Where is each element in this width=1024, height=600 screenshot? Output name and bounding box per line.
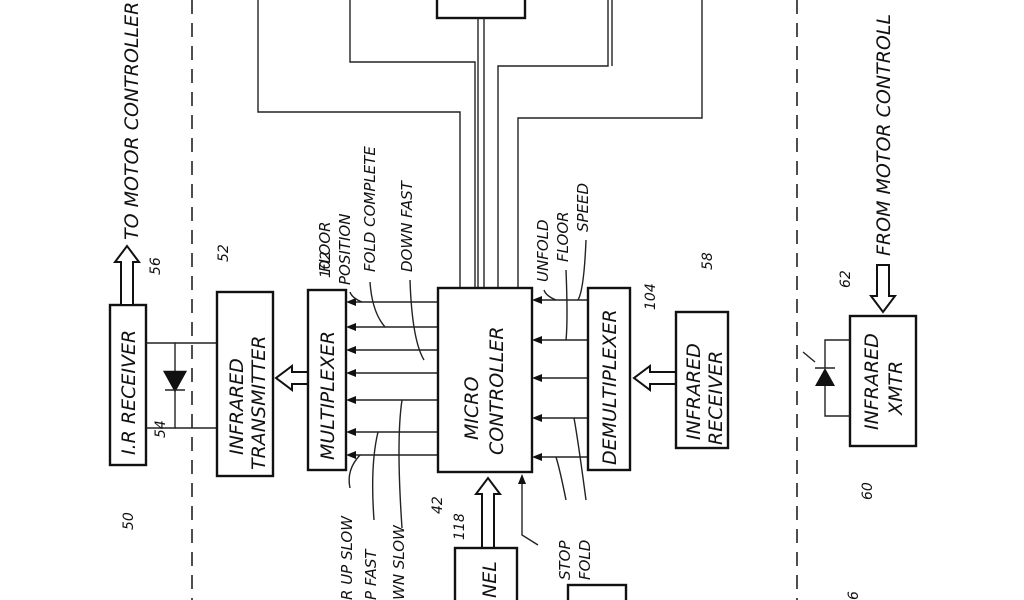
ref-62: 62 — [838, 270, 854, 288]
mux-to-transmitter-arrow — [274, 364, 309, 392]
floor-signal-label: FLOOR — [554, 211, 572, 262]
micro-controller-block: MICRO CONTROLLER 42 118 — [430, 286, 539, 549]
ref-118: 118 — [452, 513, 468, 540]
multiplexer-box — [306, 288, 348, 472]
ref-104: 104 — [643, 283, 659, 310]
ref-102: 102 — [318, 251, 334, 278]
infrared-receiver-label-1: INFRARED — [683, 343, 705, 440]
infrared-transmitter-label-2: TRANSMITTER — [248, 336, 270, 471]
floor-label: FLOOR — [316, 221, 334, 272]
infrared-receiver-label-2: RECEIVER — [705, 351, 727, 445]
micro-controller-label-1: MICRO — [461, 377, 483, 440]
demultiplexer-block: DEMULTIPLEXER 104 — [586, 283, 677, 472]
receiver-to-demux-arrow — [632, 364, 677, 392]
position-label: POSITION — [336, 214, 354, 285]
down-fast-label: DOWN FAST — [398, 179, 416, 272]
micro-controller-box — [436, 286, 534, 474]
ref-56: 56 — [148, 257, 164, 275]
to-motor-controller-label: TO MOTOR CONTROLLER — [121, 2, 143, 240]
ir-receiver-label: I.R RECEIVER — [118, 330, 140, 455]
infrared-receiver-block: INFRARED RECEIVER 58 — [674, 252, 730, 450]
micro-controller-label-2: CONTROLLER — [486, 326, 508, 455]
ref-42: 42 — [430, 496, 446, 514]
speed-label: SPEED — [574, 183, 592, 232]
fold-label: FOLD — [576, 540, 594, 580]
panel-box — [453, 546, 519, 600]
down-slow-label: WN SLOW — [390, 524, 408, 600]
up-fast-label: P FAST — [362, 548, 380, 600]
unfold-label: UNFOLD — [534, 219, 552, 282]
infrared-transmitter-box — [215, 290, 275, 478]
ref-54: 54 — [153, 420, 169, 438]
demultiplexer-label: DEMULTIPLEXER — [599, 309, 621, 465]
demux-to-controller-lines — [532, 296, 588, 461]
ref-52: 52 — [216, 244, 232, 262]
multiplexer-block: MULTIPLEXER 102 — [306, 251, 348, 472]
output-signal-labels: FLOOR POSITION FOLD COMPLETE DOWN FAST R… — [316, 146, 425, 600]
controller-to-mux-lines — [346, 298, 438, 459]
ref-6: 6 — [846, 591, 862, 600]
infrared-xmtr-block: INFRARED XMTR 60 FROM MOTOR CONTROLL 62 — [802, 14, 918, 500]
to-motor-controller-arrow — [113, 244, 141, 306]
ref-60: 60 — [860, 482, 876, 500]
top-box — [435, 0, 527, 20]
infrared-receiver-box — [674, 310, 730, 450]
bottom-box — [566, 583, 628, 600]
upper-wiring — [257, 0, 703, 288]
photodiode-54: 54 — [146, 342, 217, 438]
fold-complete-label: FOLD COMPLETE — [361, 146, 379, 272]
up-slow-label: R UP SLOW — [338, 515, 356, 600]
stop-label: STOP — [556, 540, 574, 580]
ref-50: 50 — [121, 512, 137, 530]
infrared-xmtr-label-1: INFRARED — [861, 333, 883, 430]
input-signal-labels: UNFOLD FLOOR SPEED STOP FOLD — [534, 183, 594, 580]
infrared-transmitter-label-1: INFRARED — [226, 358, 248, 455]
from-motor-controller-label: FROM MOTOR CONTROLL — [873, 14, 895, 256]
infrared-xmtr-box — [848, 314, 918, 448]
from-motor-controller-arrow — [869, 264, 897, 314]
panel-to-controller-arrow — [474, 476, 502, 549]
infrared-transmitter-block: INFRARED TRANSMITTER 52 — [215, 244, 309, 478]
infrared-xmtr-label-2: XMTR — [885, 361, 907, 416]
ir-receiver-block: I.R RECEIVER TO MOTOR CONTROLLER 56 50 — [108, 2, 164, 530]
panel-label: NEL — [479, 561, 501, 598]
demultiplexer-box — [586, 286, 632, 472]
ref-58: 58 — [700, 252, 716, 270]
panel-block: NEL — [453, 546, 628, 600]
multiplexer-label: MULTIPLEXER — [317, 331, 339, 460]
